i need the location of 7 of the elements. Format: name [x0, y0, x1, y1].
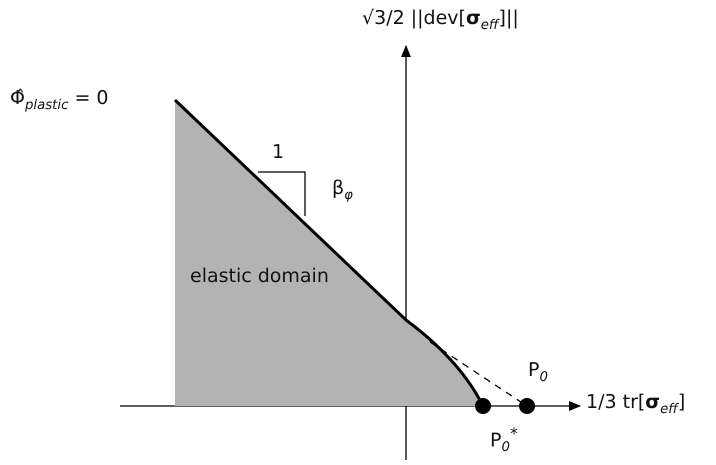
axis-label: √3/2 ||dev[σ$_{eff}$]||: [362, 8, 519, 34]
axis-label: 1/3 tr[σ$_{eff}$]: [586, 392, 686, 418]
curve-label: Φ̂$_{plastic}$ = 0: [10, 88, 108, 114]
slope-label: β$_{φ}$: [332, 178, 353, 204]
slope-label: 1: [272, 142, 284, 163]
point-label: P$_{0}$: [528, 360, 548, 386]
region-label: elastic domain: [190, 265, 329, 287]
